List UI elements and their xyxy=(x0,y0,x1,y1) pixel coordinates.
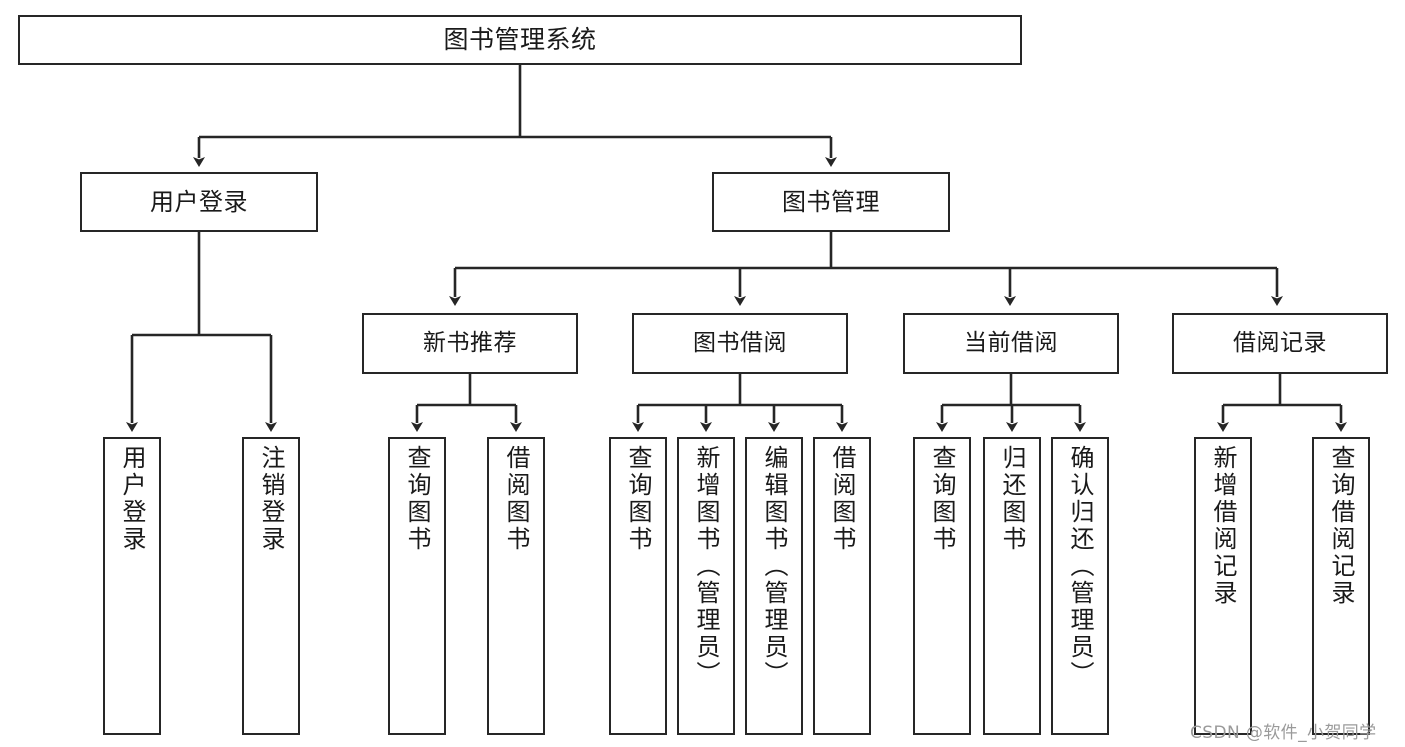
leaf-node[interactable]: 用户登录 xyxy=(103,437,161,735)
node-borrow-record-label: 借阅记录 xyxy=(1233,329,1327,356)
leaf-node-label: 查询借阅记录 xyxy=(1327,445,1355,607)
leaf-node-label: 查询图书 xyxy=(928,445,956,553)
node-book-borrow[interactable]: 图书借阅 xyxy=(632,313,848,374)
leaf-node-label: 借阅图书 xyxy=(828,445,856,553)
leaf-node-label: 编辑图书（管理员） xyxy=(760,445,788,688)
node-root-label: 图书管理系统 xyxy=(443,25,597,55)
leaf-node[interactable]: 归还图书 xyxy=(983,437,1041,735)
node-root[interactable]: 图书管理系统 xyxy=(18,15,1022,65)
leaf-node-label: 注销登录 xyxy=(257,445,285,553)
leaf-node[interactable]: 新增图书（管理员） xyxy=(677,437,735,735)
node-borrow-record[interactable]: 借阅记录 xyxy=(1172,313,1388,374)
leaf-node-label: 用户登录 xyxy=(118,445,146,553)
node-user-login-label: 用户登录 xyxy=(150,187,248,216)
watermark: CSDN @软件_小贺同学 xyxy=(1190,723,1377,743)
leaf-node-label: 归还图书 xyxy=(998,445,1026,553)
node-book-management-label: 图书管理 xyxy=(782,187,880,216)
node-new-book-recommend-label: 新书推荐 xyxy=(423,329,517,356)
leaf-node-label: 新增图书（管理员） xyxy=(692,445,720,688)
node-current-borrow[interactable]: 当前借阅 xyxy=(903,313,1119,374)
leaf-node[interactable]: 查询借阅记录 xyxy=(1312,437,1370,735)
node-current-borrow-label: 当前借阅 xyxy=(964,329,1058,356)
node-book-borrow-label: 图书借阅 xyxy=(693,329,787,356)
leaf-node-label: 借阅图书 xyxy=(502,445,530,553)
leaf-node-label: 确认归还（管理员） xyxy=(1066,445,1094,688)
leaf-node[interactable]: 查询图书 xyxy=(388,437,446,735)
leaf-node[interactable]: 确认归还（管理员） xyxy=(1051,437,1109,735)
leaf-node[interactable]: 查询图书 xyxy=(609,437,667,735)
leaf-node[interactable]: 新增借阅记录 xyxy=(1194,437,1252,735)
leaf-node-label: 查询图书 xyxy=(624,445,652,553)
leaf-node[interactable]: 查询图书 xyxy=(913,437,971,735)
leaf-node[interactable]: 借阅图书 xyxy=(813,437,871,735)
leaf-node-label: 查询图书 xyxy=(403,445,431,553)
leaf-node[interactable]: 借阅图书 xyxy=(487,437,545,735)
leaf-node[interactable]: 注销登录 xyxy=(242,437,300,735)
node-book-management[interactable]: 图书管理 xyxy=(712,172,950,232)
node-new-book-recommend[interactable]: 新书推荐 xyxy=(362,313,578,374)
node-user-login[interactable]: 用户登录 xyxy=(80,172,318,232)
leaf-node[interactable]: 编辑图书（管理员） xyxy=(745,437,803,735)
leaf-node-label: 新增借阅记录 xyxy=(1209,445,1237,607)
